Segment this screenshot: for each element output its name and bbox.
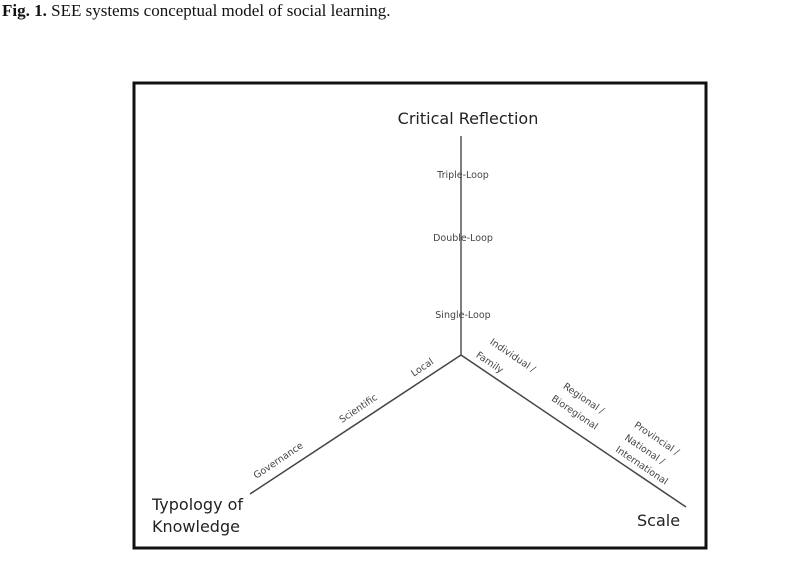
figure-caption-text: SEE systems conceptual model of social l…: [46, 1, 391, 20]
axis-title-typology-line2: Knowledge: [152, 517, 240, 536]
level-triple-loop: Triple-Loop: [436, 170, 489, 181]
figure-frame: [132, 81, 708, 550]
level-single-loop: Single-Loop: [435, 310, 490, 321]
knowledge-axis: [249, 354, 462, 495]
axis-title-scale: Scale: [637, 511, 680, 530]
axis-title-critical-reflection: Critical Reflection: [398, 109, 539, 128]
figure-label: Fig. 1.: [2, 1, 47, 20]
figure-caption: Fig. 1. SEE systems conceptual model of …: [2, 1, 391, 21]
scale-axis: [460, 354, 687, 508]
axis-title-typology-line1: Typology of: [151, 495, 243, 514]
level-double-loop: Double-Loop: [433, 233, 493, 244]
